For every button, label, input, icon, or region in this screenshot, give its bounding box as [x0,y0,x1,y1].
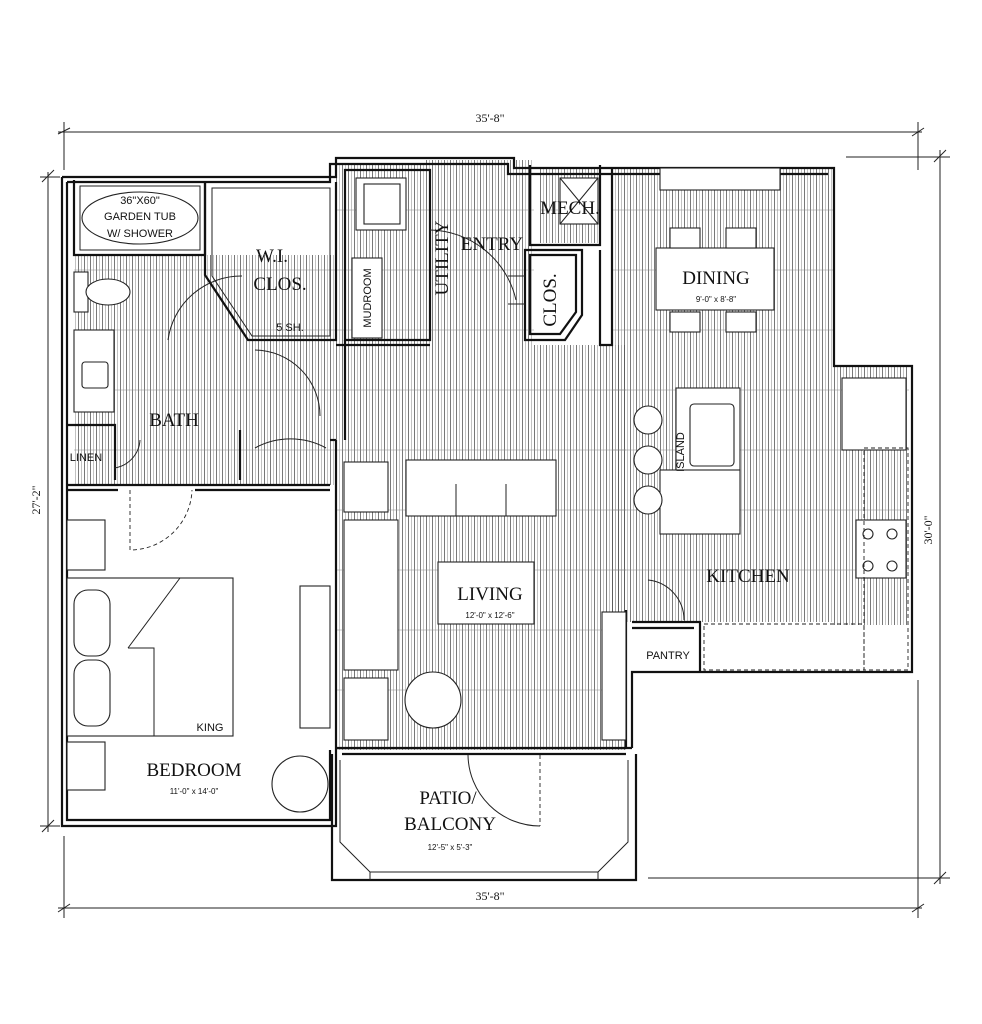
bedroom-label: BEDROOM [146,760,241,781]
patio-label-1: PATIO/ [419,788,477,809]
island-label: ISLAND [675,432,687,472]
living-size: 12'-0" x 12'-6" [465,611,514,620]
tub-label-3: W/ SHOWER [107,228,173,240]
bed-size-label: KING [197,722,224,734]
wi-closet-label-2: CLOS. [253,274,306,295]
kitchen-label: KITCHEN [706,566,790,587]
pantry-label: PANTRY [646,650,690,662]
patio-label-2: BALCONY [404,814,496,835]
dining-label: DINING [682,268,750,289]
right-height-label: 30'-0" [921,515,935,544]
utility-label: UTILITY [432,220,453,295]
wi-closet-label-1: W.I. [256,246,288,267]
dimension-labels: 35'-8" 35'-8" 27'-2" 30'-0" [29,111,935,903]
bedroom-size: 11'-0" x 14'-0" [170,787,219,796]
tub-label-2: GARDEN TUB [104,211,176,223]
bath-label: BATH [149,410,199,431]
furniture [66,167,909,827]
living-label: LIVING [457,584,523,605]
mech-label: MECH. [540,198,600,219]
bottom-width-label: 35'-8" [475,889,504,903]
top-width-label: 35'-8" [475,111,504,125]
patio-size: 12'-5" x 5'-3" [428,843,473,852]
closet-label: CLOS. [540,273,561,326]
room-labels: 36"X60" GARDEN TUB W/ SHOWER W.I. CLOS. … [70,195,790,852]
shelves-label: 5 SH. [276,322,304,334]
dining-size: 9'-0" x 8'-8" [696,295,736,304]
mudroom-label: MUDROOM [362,268,374,327]
linen-label: LINEN [70,452,102,464]
tub-label-1: 36"X60" [120,195,160,207]
exterior-walls [60,156,914,882]
dimension-lines [40,122,950,918]
entry-label: ENTRY [461,234,524,255]
left-height-label: 27'-2" [29,485,43,514]
